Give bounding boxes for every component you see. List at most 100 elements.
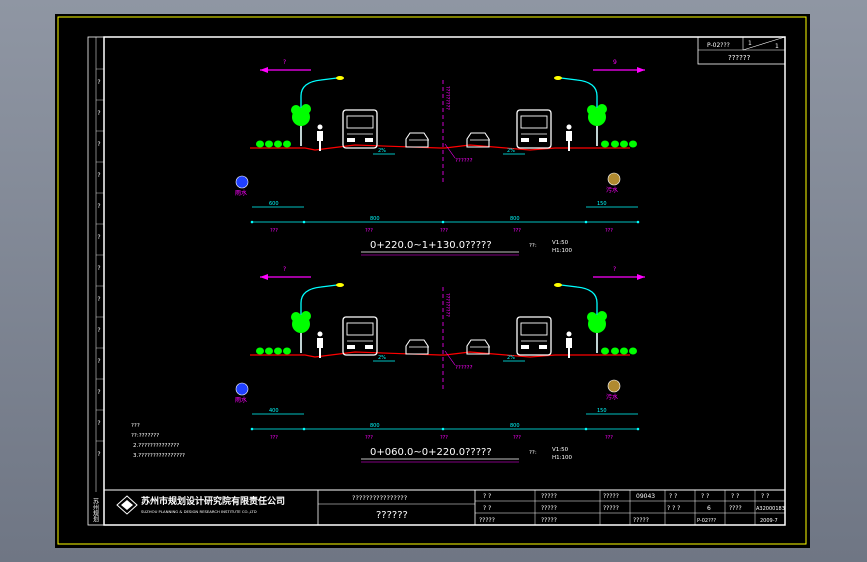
scale-label: ??: xyxy=(529,243,537,249)
bus-icon xyxy=(342,109,378,149)
scale-vertical: V1:50 xyxy=(552,240,569,246)
tree-icon xyxy=(301,311,311,321)
lamp-head-icon xyxy=(336,76,344,80)
outer-frame xyxy=(57,16,807,545)
arrowhead xyxy=(260,274,268,280)
bus-detail xyxy=(347,138,355,142)
direction-label: ? xyxy=(283,59,286,66)
bus-windshield xyxy=(346,115,374,129)
tree-icon xyxy=(587,105,597,115)
direction-label: ? xyxy=(283,266,286,273)
bus-detail xyxy=(347,345,355,349)
dimension-tick xyxy=(302,220,306,224)
sewer-icon xyxy=(607,172,621,186)
lane-label: ??? xyxy=(605,228,613,234)
lane-label: ??? xyxy=(440,435,448,441)
tb-c2-r2: ????? xyxy=(541,505,557,512)
car-icon xyxy=(466,132,490,148)
tb-c2-r3: ????? xyxy=(541,517,557,524)
company-name-en: SUZHOU PLANNING & DESIGN RESEARCH INSTIT… xyxy=(141,509,257,514)
left-strip-label: ? xyxy=(97,327,100,334)
bus-icon xyxy=(342,316,378,356)
arrowhead xyxy=(260,67,268,73)
shrub-icon xyxy=(620,347,628,355)
sheet-ref-num-top: 1 xyxy=(748,40,752,47)
bus-detail xyxy=(521,138,529,142)
tb-c7-r2: ???? xyxy=(729,505,742,512)
pedestrian-icon xyxy=(317,131,323,151)
slope-left-label: 2% xyxy=(378,148,386,154)
sheet-ref-sub: ?????? xyxy=(728,54,751,62)
street-lamp xyxy=(560,77,598,146)
pedestrian-icon xyxy=(566,331,572,337)
left-strip-label: ? xyxy=(97,296,100,303)
left-strip-label: ? xyxy=(97,203,100,210)
car-icon xyxy=(405,132,429,148)
centerline-label: ????????? xyxy=(444,86,450,110)
lamp-head-icon xyxy=(336,283,344,287)
lane-label: ??? xyxy=(513,228,521,234)
cad-viewport[interactable]: ????????????? P-02??? 1 1 ?????? ???????… xyxy=(55,14,810,548)
road-profile xyxy=(250,144,630,151)
company-logo xyxy=(116,495,138,515)
direction-label: ? xyxy=(613,266,616,273)
pedestrian-icon xyxy=(317,331,323,337)
tb-date: 2009-7 xyxy=(760,518,778,524)
slope-right-label: 2% xyxy=(507,355,515,361)
notes-line-3: 3.???????????????? xyxy=(133,453,185,459)
left-strip: ????????????? xyxy=(87,36,105,526)
dimension-tick xyxy=(584,427,588,431)
lane-label: ??? xyxy=(270,435,278,441)
shrub-icon xyxy=(611,347,619,355)
section-title: 0+060.0~0+220.0????? xyxy=(370,447,492,458)
shrub-icon xyxy=(265,347,273,355)
section-title: 0+220.0~1+130.0????? xyxy=(370,240,492,251)
left-strip-label: ? xyxy=(97,141,100,148)
left-strip-label: ? xyxy=(97,265,100,272)
dimension-tick xyxy=(636,427,640,431)
shrub-icon xyxy=(274,347,282,355)
bus-detail xyxy=(365,138,373,142)
dimension-right: 800 xyxy=(510,423,520,429)
lamp-head-icon xyxy=(554,76,562,80)
slope-right-label: 2% xyxy=(507,148,515,154)
tb-c4-r2: ? ? xyxy=(669,493,677,500)
shrub-icon xyxy=(629,347,637,355)
lane-label: ??? xyxy=(365,435,373,441)
centerline-label: ????????? xyxy=(444,293,450,317)
tree-icon xyxy=(597,104,607,114)
lane-label: ??? xyxy=(270,228,278,234)
lane-label: ??? xyxy=(605,435,613,441)
tb-c1-r2: ? ? xyxy=(483,505,491,512)
shrub-icon xyxy=(274,140,282,148)
tree-icon xyxy=(587,312,597,322)
dimension-left: 800 xyxy=(370,216,380,222)
scale-label: ??: xyxy=(529,450,537,456)
tree-icon xyxy=(301,104,311,114)
dimension-left: 800 xyxy=(370,423,380,429)
tb-c6-r1: ? ? xyxy=(731,493,739,500)
bus-windshield xyxy=(346,322,374,336)
cad-drawing[interactable]: ????????????? P-02??? 1 1 ?????? ???????… xyxy=(55,14,810,548)
sewer-label: 污水 xyxy=(606,186,618,194)
center-note: ?????? xyxy=(455,365,473,371)
notes-title: ??? xyxy=(131,423,140,429)
dimension-tick xyxy=(250,220,254,224)
shrub-icon xyxy=(601,140,609,148)
pedestrian-icon xyxy=(317,124,323,130)
left-strip-label: ? xyxy=(97,358,100,365)
arrowhead xyxy=(637,67,645,73)
notes-line-1: ??:??????? xyxy=(131,433,159,439)
pedestrian-icon xyxy=(317,338,323,358)
shrub-icon xyxy=(256,347,264,355)
shrub-icon xyxy=(629,140,637,148)
pedestrian-icon xyxy=(566,124,572,130)
left-strip-label: ? xyxy=(97,110,100,117)
center-note-leader xyxy=(444,350,456,366)
dimension-tick xyxy=(636,220,640,224)
tb-c5-r2: ? ? ? xyxy=(667,505,680,512)
left-strip-label: ? xyxy=(97,234,100,241)
dimension-top-right: 150 xyxy=(597,408,607,414)
